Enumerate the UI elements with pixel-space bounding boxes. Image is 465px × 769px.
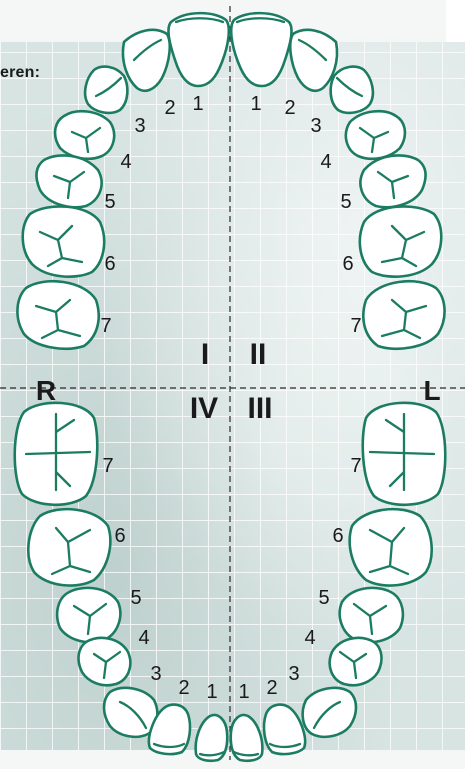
tooth-number-lower-left-3: 3: [288, 663, 299, 685]
tooth-number-upper-right-5: 5: [104, 191, 115, 213]
tooth-upper-right-7[interactable]: [16, 279, 100, 350]
tooth-upper-right-3[interactable]: [83, 65, 129, 115]
tooth-upper-left-3[interactable]: [329, 65, 375, 115]
tooth-upper-left-1[interactable]: [229, 11, 293, 88]
tooth-upper-right-5[interactable]: [35, 154, 103, 209]
tooth-upper-left-5[interactable]: [359, 154, 427, 209]
side-label-left: L: [423, 375, 440, 406]
quadrant-label-4: IV: [190, 392, 218, 425]
tooth-number-lower-left-6: 6: [332, 525, 343, 547]
tooth-lower-left-1[interactable]: [229, 713, 264, 763]
tooth-number-upper-right-1: 1: [192, 93, 203, 115]
top-right-panel: [446, 0, 465, 42]
tooth-number-lower-left-1: 1: [238, 681, 249, 703]
header-label: eren:: [0, 64, 41, 81]
tooth-lower-left-5[interactable]: [338, 586, 405, 644]
tooth-number-upper-left-3: 3: [310, 115, 321, 137]
tooth-number-upper-left-5: 5: [340, 191, 351, 213]
tooth-number-upper-left-7: 7: [350, 315, 361, 337]
tooth-number-upper-right-3: 3: [134, 115, 145, 137]
tooth-number-lower-left-7: 7: [350, 455, 361, 477]
tooth-number-lower-right-6: 6: [114, 525, 125, 547]
tooth-number-upper-left-2: 2: [284, 97, 295, 119]
quadrant-label-3: III: [247, 392, 272, 425]
tooth-number-lower-left-4: 4: [304, 627, 315, 649]
tooth-number-upper-right-6: 6: [104, 253, 115, 275]
tooth-upper-right-6[interactable]: [21, 205, 106, 278]
tooth-lower-right-4[interactable]: [77, 636, 132, 687]
tooth-lower-right-5[interactable]: [55, 586, 122, 644]
side-label-right: R: [36, 375, 56, 406]
quadrant-label-1: I: [201, 338, 209, 371]
tooth-upper-left-6[interactable]: [358, 205, 443, 278]
tooth-number-upper-left-4: 4: [320, 151, 331, 173]
tooth-number-lower-right-5: 5: [130, 587, 141, 609]
tooth-number-lower-left-5: 5: [318, 587, 329, 609]
tooth-number-upper-left-1: 1: [250, 93, 261, 115]
tooth-number-lower-right-7: 7: [102, 455, 113, 477]
tooth-upper-right-4[interactable]: [53, 109, 116, 161]
tooth-lower-left-2[interactable]: [262, 703, 307, 756]
tooth-number-upper-right-2: 2: [164, 97, 175, 119]
tooth-lower-right-2[interactable]: [147, 703, 192, 756]
tooth-lower-left-6[interactable]: [348, 507, 433, 587]
tooth-number-lower-right-3: 3: [150, 663, 161, 685]
tooth-number-upper-right-4: 4: [120, 151, 131, 173]
tooth-upper-right-1[interactable]: [167, 11, 231, 88]
tooth-number-upper-left-6: 6: [342, 253, 353, 275]
tooth-lower-right-3[interactable]: [102, 686, 159, 739]
tooth-upper-left-4[interactable]: [344, 109, 407, 161]
tooth-upper-right-2[interactable]: [121, 28, 172, 92]
tooth-lower-left-4[interactable]: [328, 636, 383, 687]
tooth-lower-left-7[interactable]: [361, 401, 447, 507]
quadrant-label-2: II: [250, 338, 267, 371]
tooth-number-lower-right-2: 2: [178, 677, 189, 699]
tooth-lower-right-1[interactable]: [194, 713, 229, 763]
tooth-number-lower-right-4: 4: [138, 627, 149, 649]
tooth-upper-left-2[interactable]: [288, 28, 339, 92]
bottom-strip: [0, 750, 465, 769]
tooth-number-lower-right-1: 1: [206, 681, 217, 703]
tooth-upper-left-7[interactable]: [362, 279, 446, 350]
tooth-number-lower-left-2: 2: [266, 677, 277, 699]
tooth-lower-right-7[interactable]: [13, 401, 99, 507]
tooth-lower-right-6[interactable]: [27, 507, 112, 587]
tooth-lower-left-3[interactable]: [301, 686, 358, 739]
tooth-number-upper-right-7: 7: [100, 315, 111, 337]
